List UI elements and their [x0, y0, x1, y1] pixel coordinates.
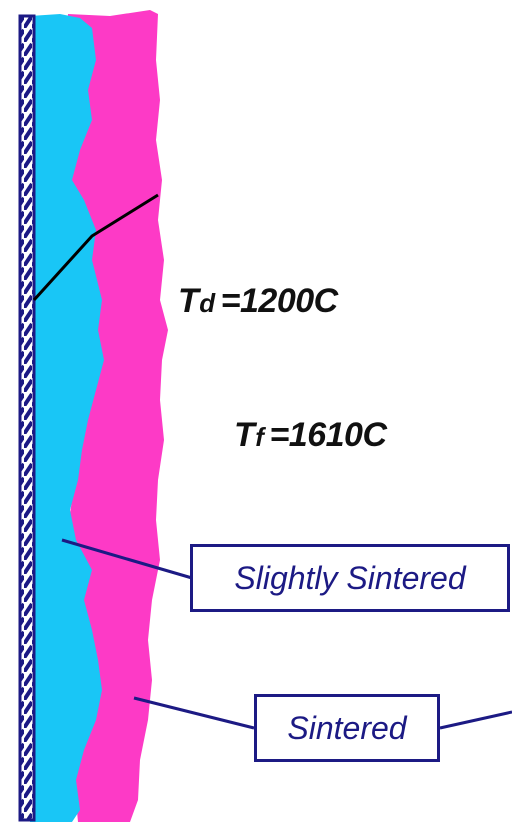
- deposition-temperature-value: =1200C: [220, 282, 339, 320]
- deposition-temperature-symbol: T: [178, 282, 199, 320]
- sintered-leader-right: [439, 710, 512, 730]
- fusion-temperature-symbol: T: [234, 416, 255, 454]
- substrate-wall: [18, 14, 36, 822]
- inner-slightly-sintered-layer: [30, 14, 104, 822]
- temperature-leader-line: [32, 193, 159, 302]
- deposition-temperature-label: Td=1200C: [178, 282, 338, 321]
- outer-sintered-layer: [66, 10, 168, 822]
- fusion-temperature-label: Tf=1610C: [234, 416, 387, 455]
- slightly-sintered-callout: Slightly Sintered: [190, 544, 510, 612]
- fusion-temperature-subscript: f: [255, 422, 264, 452]
- sintered-leader-left: [133, 696, 255, 730]
- deposition-temperature-subscript: d: [199, 288, 215, 318]
- slightly-sintered-leader: [61, 538, 193, 580]
- sintered-callout: Sintered: [254, 694, 440, 762]
- fusion-temperature-value: =1610C: [269, 416, 387, 454]
